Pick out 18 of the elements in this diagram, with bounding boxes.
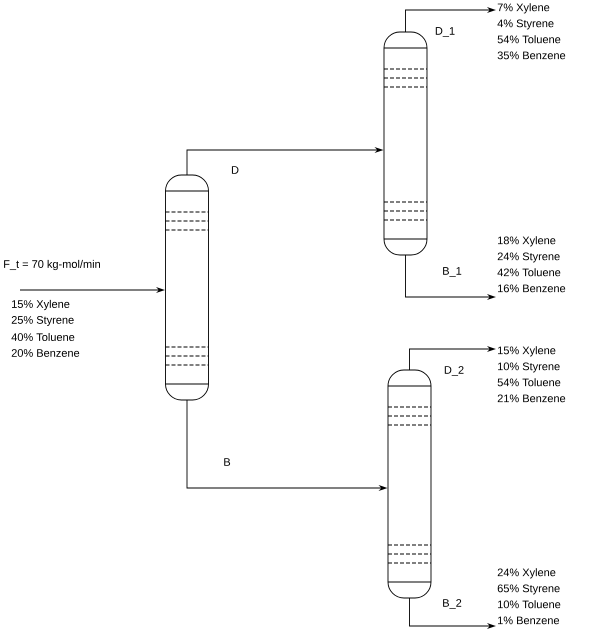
edge-label: B_1 — [443, 267, 462, 277]
edge-label: D — [232, 166, 238, 174]
distillation-column — [165, 174, 209, 400]
composition-text: 24% Xylene 65% Styrene 10% Toluene 1% Benzene — [498, 568, 560, 624]
distillation-column — [388, 370, 432, 598]
distillation-column — [384, 32, 428, 256]
edge-label: D_1 — [436, 27, 455, 37]
stream-label: 25% Styrene — [12, 316, 74, 326]
composition-text: 18% Xylene 24% Styrene 42% Toluene 16% Benzene — [497, 236, 566, 292]
edge-label: D_2 — [444, 366, 464, 376]
edge-label: B_2 — [443, 599, 462, 609]
stream-label: 40% Toluene — [11, 332, 74, 342]
stream-label: 15% Xylene — [12, 300, 70, 310]
edge-label: B — [224, 458, 230, 466]
stream-label: F_t = 70 kg-mol/min — [4, 260, 100, 270]
composition-text: 7% Xylene 4% Styrene 54% Toluene 35% Benzene — [497, 3, 566, 60]
composition-text: 15% Xylene 10% Styrene 54% Toluene 21% Benzene — [498, 346, 566, 402]
stream-label: 20% Benzene — [12, 349, 80, 357]
